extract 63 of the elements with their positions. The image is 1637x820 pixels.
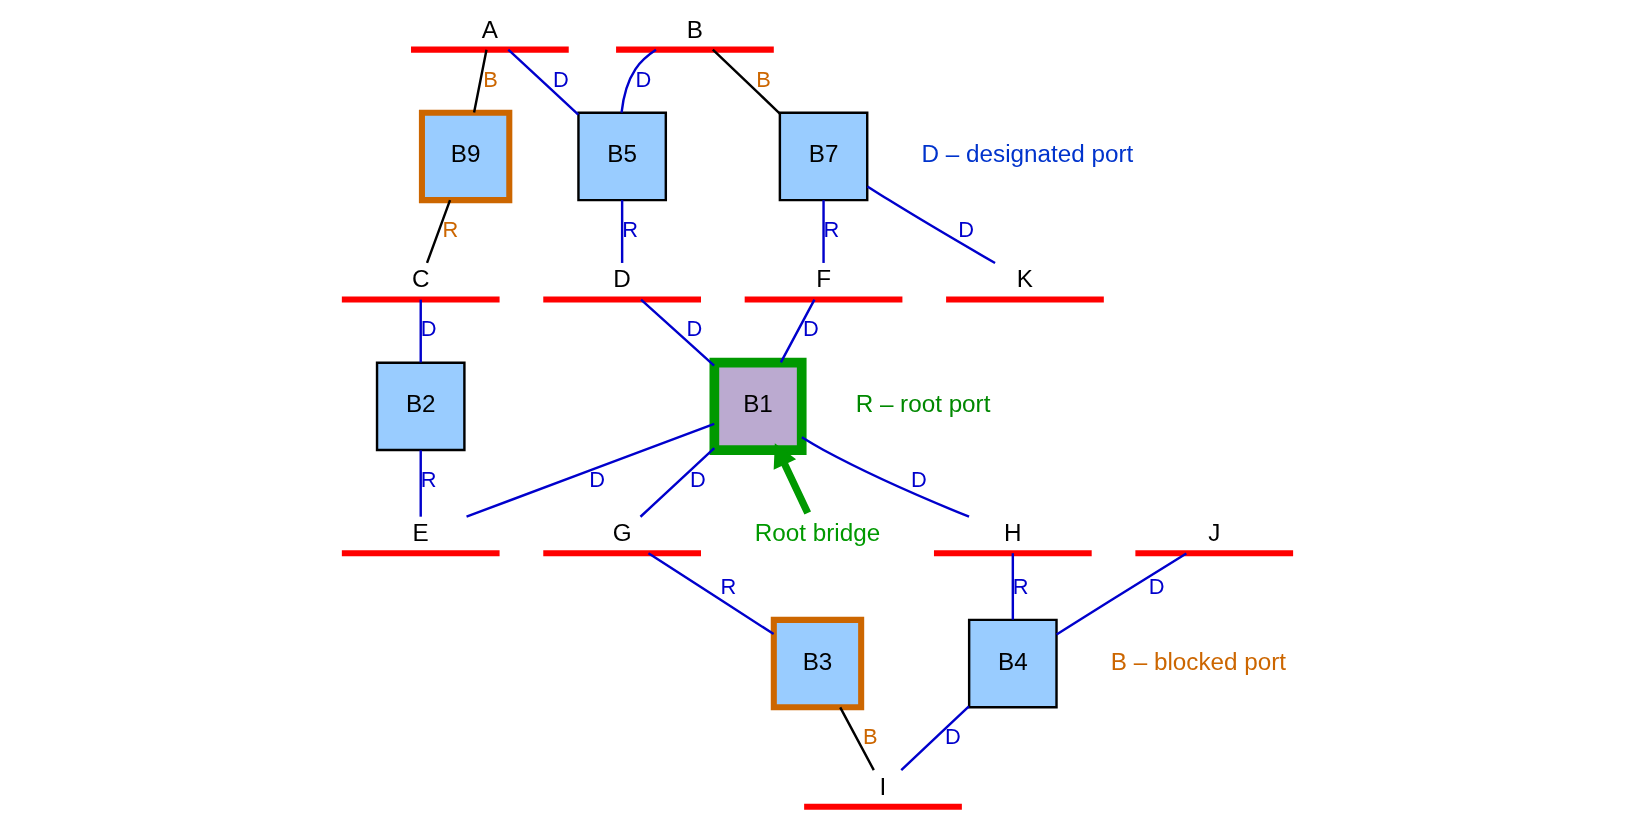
edge-label: D <box>944 724 961 750</box>
edge-label: R <box>719 573 736 599</box>
connector <box>866 185 996 265</box>
connector <box>1055 552 1187 636</box>
connector <box>472 49 488 113</box>
edge-label: D <box>910 466 927 492</box>
edge-label: R <box>420 466 436 492</box>
node-text: A <box>481 15 498 43</box>
edge-label: R <box>621 216 638 242</box>
edge-label: B <box>755 66 771 92</box>
label: B – blocked port <box>1110 647 1286 675</box>
node-text: F <box>815 265 831 293</box>
node-text: K <box>1016 265 1033 293</box>
connector <box>899 705 970 772</box>
edge-label: D <box>685 316 702 342</box>
edge-label: D <box>420 316 436 342</box>
node-box: B2 <box>375 361 466 452</box>
edge-label: R <box>1012 573 1029 599</box>
node-text: C <box>411 265 429 293</box>
node-text: H <box>1003 519 1022 547</box>
edge-label: D <box>588 466 605 492</box>
edge-label: D <box>689 466 706 492</box>
edge-label: R <box>823 216 839 242</box>
connector <box>639 447 715 518</box>
node-box: B4 <box>967 618 1058 709</box>
node-text: B <box>686 15 703 43</box>
connector <box>425 199 451 264</box>
connector <box>647 552 774 636</box>
connector <box>821 200 825 263</box>
connector <box>1011 553 1014 620</box>
edge-label: D <box>634 66 651 92</box>
connector <box>711 48 781 115</box>
connector <box>620 200 623 263</box>
edge-label: D <box>1148 573 1164 599</box>
node-box: B7 <box>778 111 868 202</box>
edge-label: R <box>442 216 458 242</box>
connector <box>419 450 422 517</box>
node-box: B3 <box>770 616 864 711</box>
node-box: B1 <box>709 357 807 455</box>
connector <box>619 48 657 113</box>
connector <box>506 48 579 116</box>
edge-label: B <box>482 66 498 92</box>
edge-label: D <box>957 216 974 242</box>
node-text: J <box>1207 519 1220 547</box>
connector <box>838 706 875 771</box>
label: D – designated port <box>921 140 1133 168</box>
node-box: B9 <box>418 109 512 204</box>
edge-label: D <box>552 66 569 92</box>
label: R – root port <box>855 390 990 418</box>
node-text: Root bridge <box>754 519 880 547</box>
connector <box>419 299 422 363</box>
node-text: D <box>612 265 631 293</box>
node-text: I <box>879 772 886 800</box>
connector <box>639 298 715 367</box>
connector <box>779 299 815 363</box>
node-text: E <box>412 519 429 547</box>
connector <box>800 436 969 518</box>
node-text: G <box>612 519 632 547</box>
arrow <box>773 443 811 515</box>
connector <box>465 422 715 518</box>
edge-label: B <box>862 724 878 750</box>
edge-label: D <box>802 316 819 342</box>
node-box: B5 <box>576 111 667 202</box>
